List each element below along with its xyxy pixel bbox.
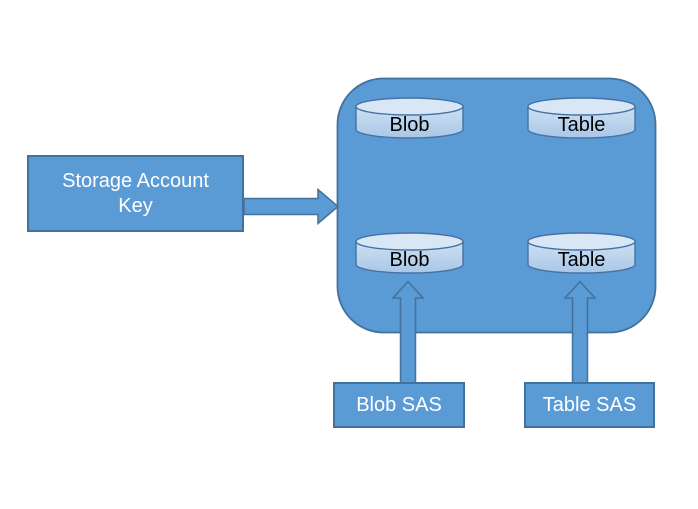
key-to-container-arrow (243, 187, 340, 226)
cylinder-blob-bottom-shape (355, 232, 464, 274)
blob-sas-arrow (391, 280, 425, 387)
storage-account-key-label-line1: Storage Account (62, 169, 209, 192)
storage-account-key-box: Storage Account Key (27, 155, 244, 232)
blob-sas-box: Blob SAS (333, 382, 465, 428)
storage-account-key-label-line2: Key (118, 194, 153, 217)
cylinder-table-bottom-shape (527, 232, 636, 274)
table-sas-box: Table SAS (524, 382, 655, 428)
table-sas-label: Table SAS (542, 393, 637, 416)
cylinder-blob-top-shape (355, 97, 464, 139)
blob-sas-label: Blob SAS (356, 393, 442, 416)
cylinder-table-top-shape (527, 97, 636, 139)
table-sas-arrow (563, 280, 597, 387)
